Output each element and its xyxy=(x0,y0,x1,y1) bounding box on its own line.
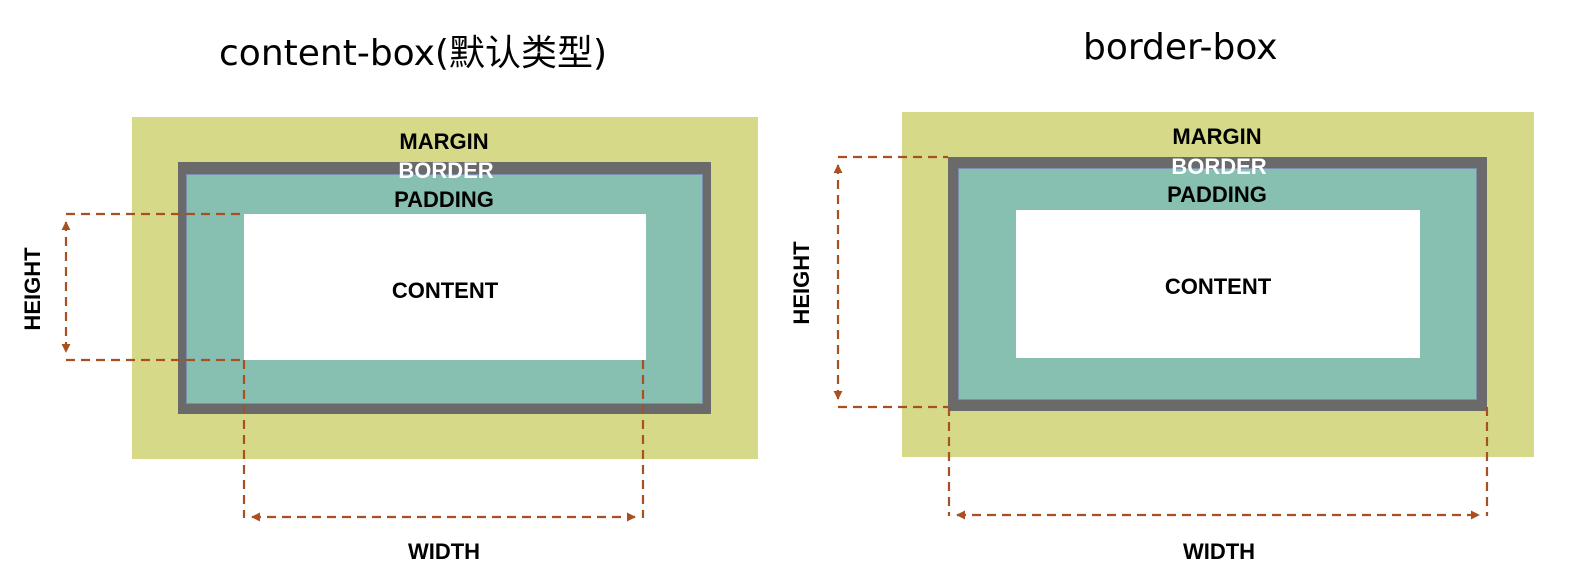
padding-label: PADDING xyxy=(394,187,494,212)
border-label: BORDER xyxy=(398,158,494,183)
content-area xyxy=(244,214,646,360)
border-label: BORDER xyxy=(1171,154,1267,179)
margin-label: MARGIN xyxy=(399,129,489,154)
height-label: HEIGHT xyxy=(789,241,814,325)
width-label: WIDTH xyxy=(1182,539,1256,564)
border-box-title: border-box xyxy=(1083,27,1278,68)
width-label: WIDTH xyxy=(407,539,481,564)
padding-label: PADDING xyxy=(1167,182,1267,207)
content-box-title: content-box(默认类型) xyxy=(219,33,607,74)
height-label: HEIGHT xyxy=(20,247,45,331)
content-area xyxy=(1016,210,1420,358)
content-label: CONTENT xyxy=(391,278,499,303)
content-label: CONTENT xyxy=(1164,274,1272,299)
margin-label: MARGIN xyxy=(1172,124,1262,149)
